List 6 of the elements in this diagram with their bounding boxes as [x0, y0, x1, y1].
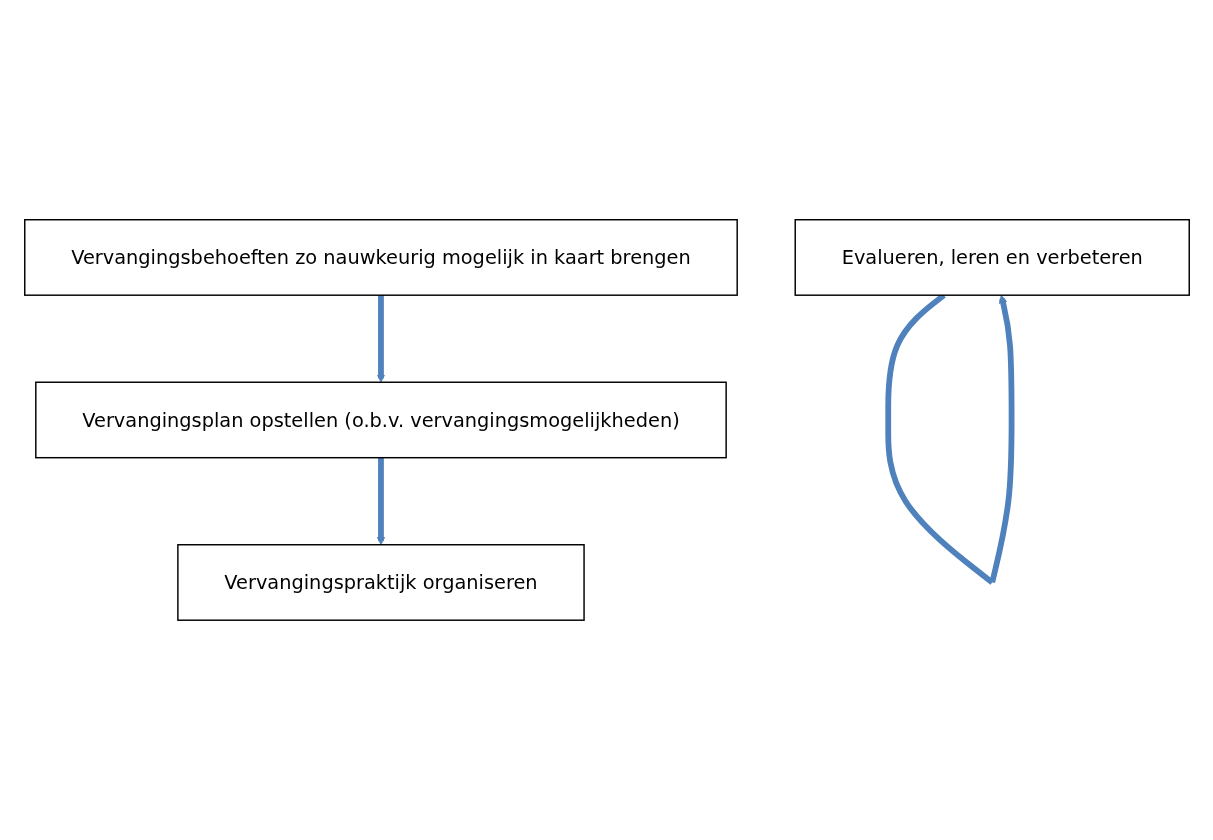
arrow [376, 295, 385, 383]
node-box: Vervangingspraktijk organiseren [176, 544, 585, 621]
arrow [376, 457, 385, 546]
node-box: Evalueren, leren en verbeteren [794, 219, 1190, 296]
node-box: Vervangingsbehoeften zo nauwkeurig mogelijk in kaart brengen [23, 219, 738, 296]
node-box: Vervangingsplan opstellen (o.b.v. vervangingsmogelijkheden) [34, 381, 727, 459]
